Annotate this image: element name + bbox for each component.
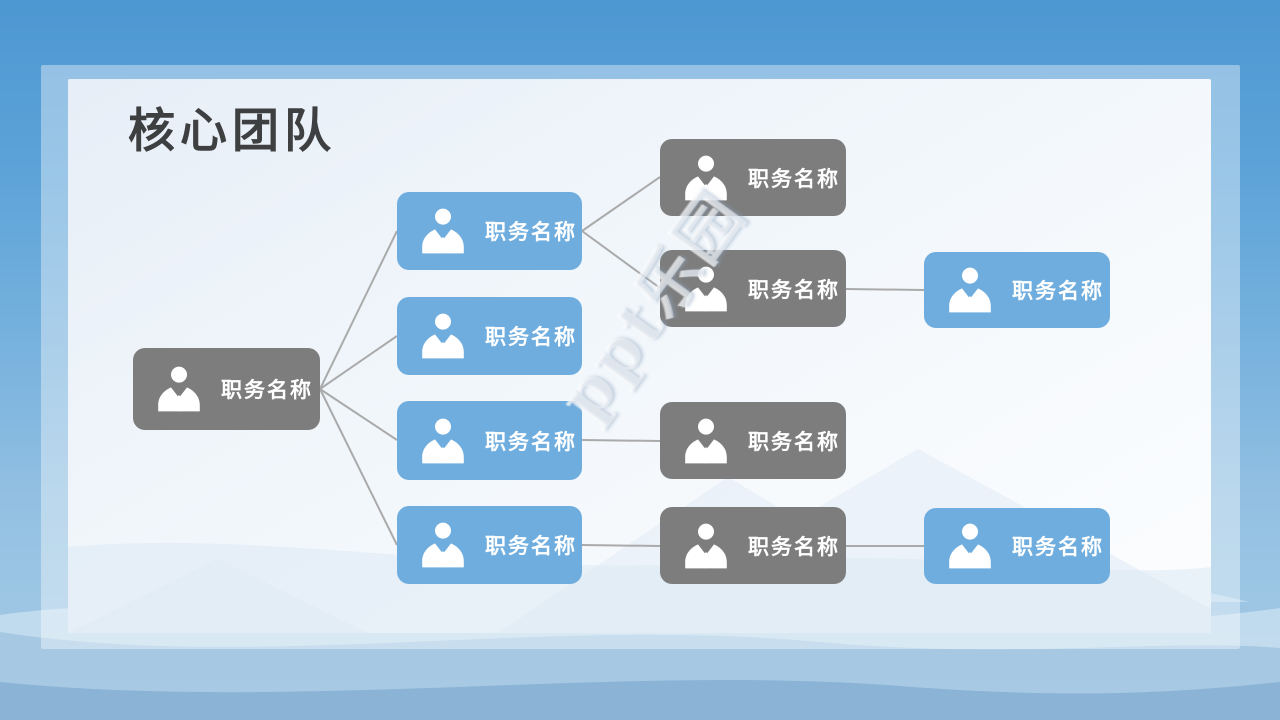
org-node-level3-2[interactable]: 职务名称 xyxy=(660,250,846,327)
org-node-label: 职务名称 xyxy=(485,428,577,454)
page-title: 核心团队 xyxy=(128,104,336,159)
org-node-level3-3[interactable]: 职务名称 xyxy=(660,402,846,479)
person-icon xyxy=(946,521,994,571)
org-node-level2-1[interactable]: 职务名称 xyxy=(397,192,582,270)
org-node-root[interactable]: 职务名称 xyxy=(133,348,320,430)
person-icon xyxy=(419,311,467,361)
org-node-level4-2[interactable]: 职务名称 xyxy=(924,508,1110,584)
person-icon xyxy=(682,153,730,203)
person-icon xyxy=(419,416,467,466)
org-node-label: 职务名称 xyxy=(1012,534,1104,559)
org-node-label: 职务名称 xyxy=(748,533,840,559)
person-icon xyxy=(155,364,203,414)
org-node-level2-4[interactable]: 职务名称 xyxy=(397,506,582,584)
person-icon xyxy=(682,416,730,466)
org-node-level2-3[interactable]: 职务名称 xyxy=(397,401,582,480)
org-node-label: 职务名称 xyxy=(485,219,577,244)
org-node-level3-1[interactable]: 职务名称 xyxy=(660,139,846,216)
org-node-label: 职务名称 xyxy=(485,533,577,558)
org-node-level4-1[interactable]: 职务名称 xyxy=(924,252,1110,328)
person-icon xyxy=(682,264,730,314)
person-icon xyxy=(682,521,730,571)
org-node-label: 职务名称 xyxy=(221,377,313,402)
person-icon xyxy=(946,265,994,315)
org-node-level3-4[interactable]: 职务名称 xyxy=(660,507,846,584)
person-icon xyxy=(419,206,467,256)
org-node-level2-2[interactable]: 职务名称 xyxy=(397,297,582,375)
org-node-label: 职务名称 xyxy=(1012,278,1104,303)
org-node-label: 职务名称 xyxy=(748,165,840,191)
person-icon xyxy=(419,520,467,570)
org-node-label: 职务名称 xyxy=(748,276,840,302)
org-node-label: 职务名称 xyxy=(748,428,840,454)
org-node-label: 职务名称 xyxy=(485,324,577,349)
